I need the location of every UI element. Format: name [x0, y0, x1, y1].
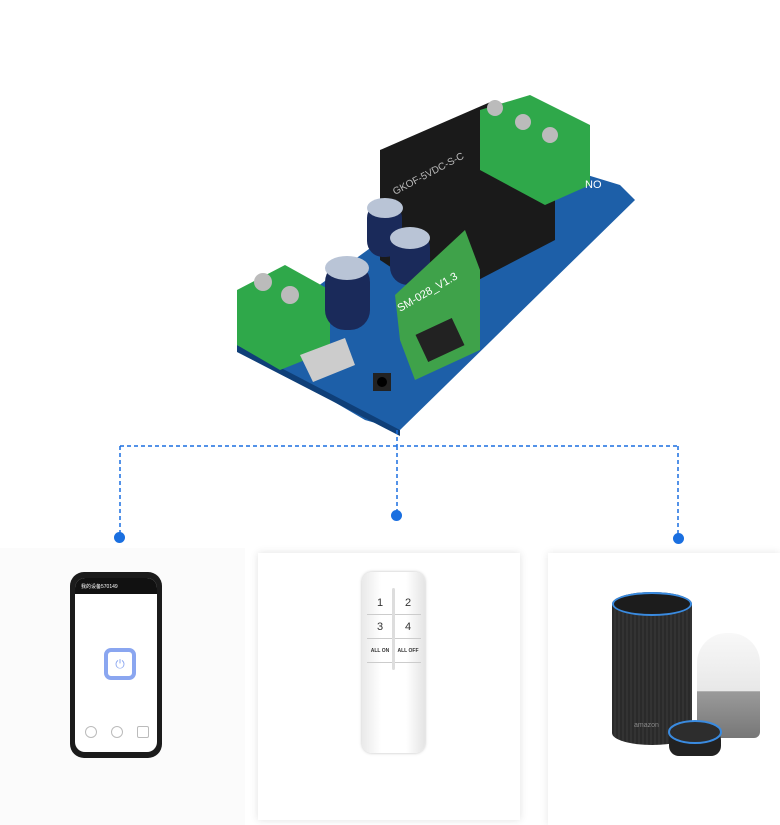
rf-remote: 1 2 3 4 ALL ON ALL OFF	[362, 572, 425, 753]
phone-title: 我的设备570149	[75, 578, 157, 594]
amazon-echo: amazon	[612, 592, 692, 745]
remote-button-4[interactable]: 4	[395, 616, 421, 639]
usb-port	[300, 338, 355, 382]
echo-brand: amazon	[634, 722, 659, 729]
remote-button-1[interactable]: 1	[367, 592, 393, 615]
echo-dot	[668, 720, 722, 756]
smartphone: 我的设备570149 ⏻	[70, 572, 162, 758]
capacitor	[325, 262, 370, 330]
remote-button-all-on[interactable]: ALL ON	[367, 640, 393, 663]
connection-dot-app	[114, 532, 125, 543]
no-label: NO	[585, 179, 602, 191]
connection-dot-voice	[673, 533, 684, 544]
connection-lines	[119, 430, 679, 538]
timer-icon[interactable]	[85, 726, 97, 738]
terminal-block-right	[480, 95, 590, 205]
remote-button-2[interactable]: 2	[395, 592, 421, 615]
loop-icon[interactable]	[137, 726, 149, 738]
connection-dot-remote	[391, 510, 402, 521]
relay-board-image: GKOF-5VDC-S-C NO SM-028_V1.3	[237, 95, 635, 436]
terminal-block-left	[237, 265, 330, 370]
remote-button-all-off[interactable]: ALL OFF	[395, 640, 421, 663]
clock-icon[interactable]	[111, 726, 123, 738]
power-icon[interactable]: ⏻	[104, 648, 136, 680]
remote-button-3[interactable]: 3	[367, 616, 393, 639]
google-home	[697, 633, 760, 738]
phone-screen: 我的设备570149 ⏻	[75, 578, 157, 752]
